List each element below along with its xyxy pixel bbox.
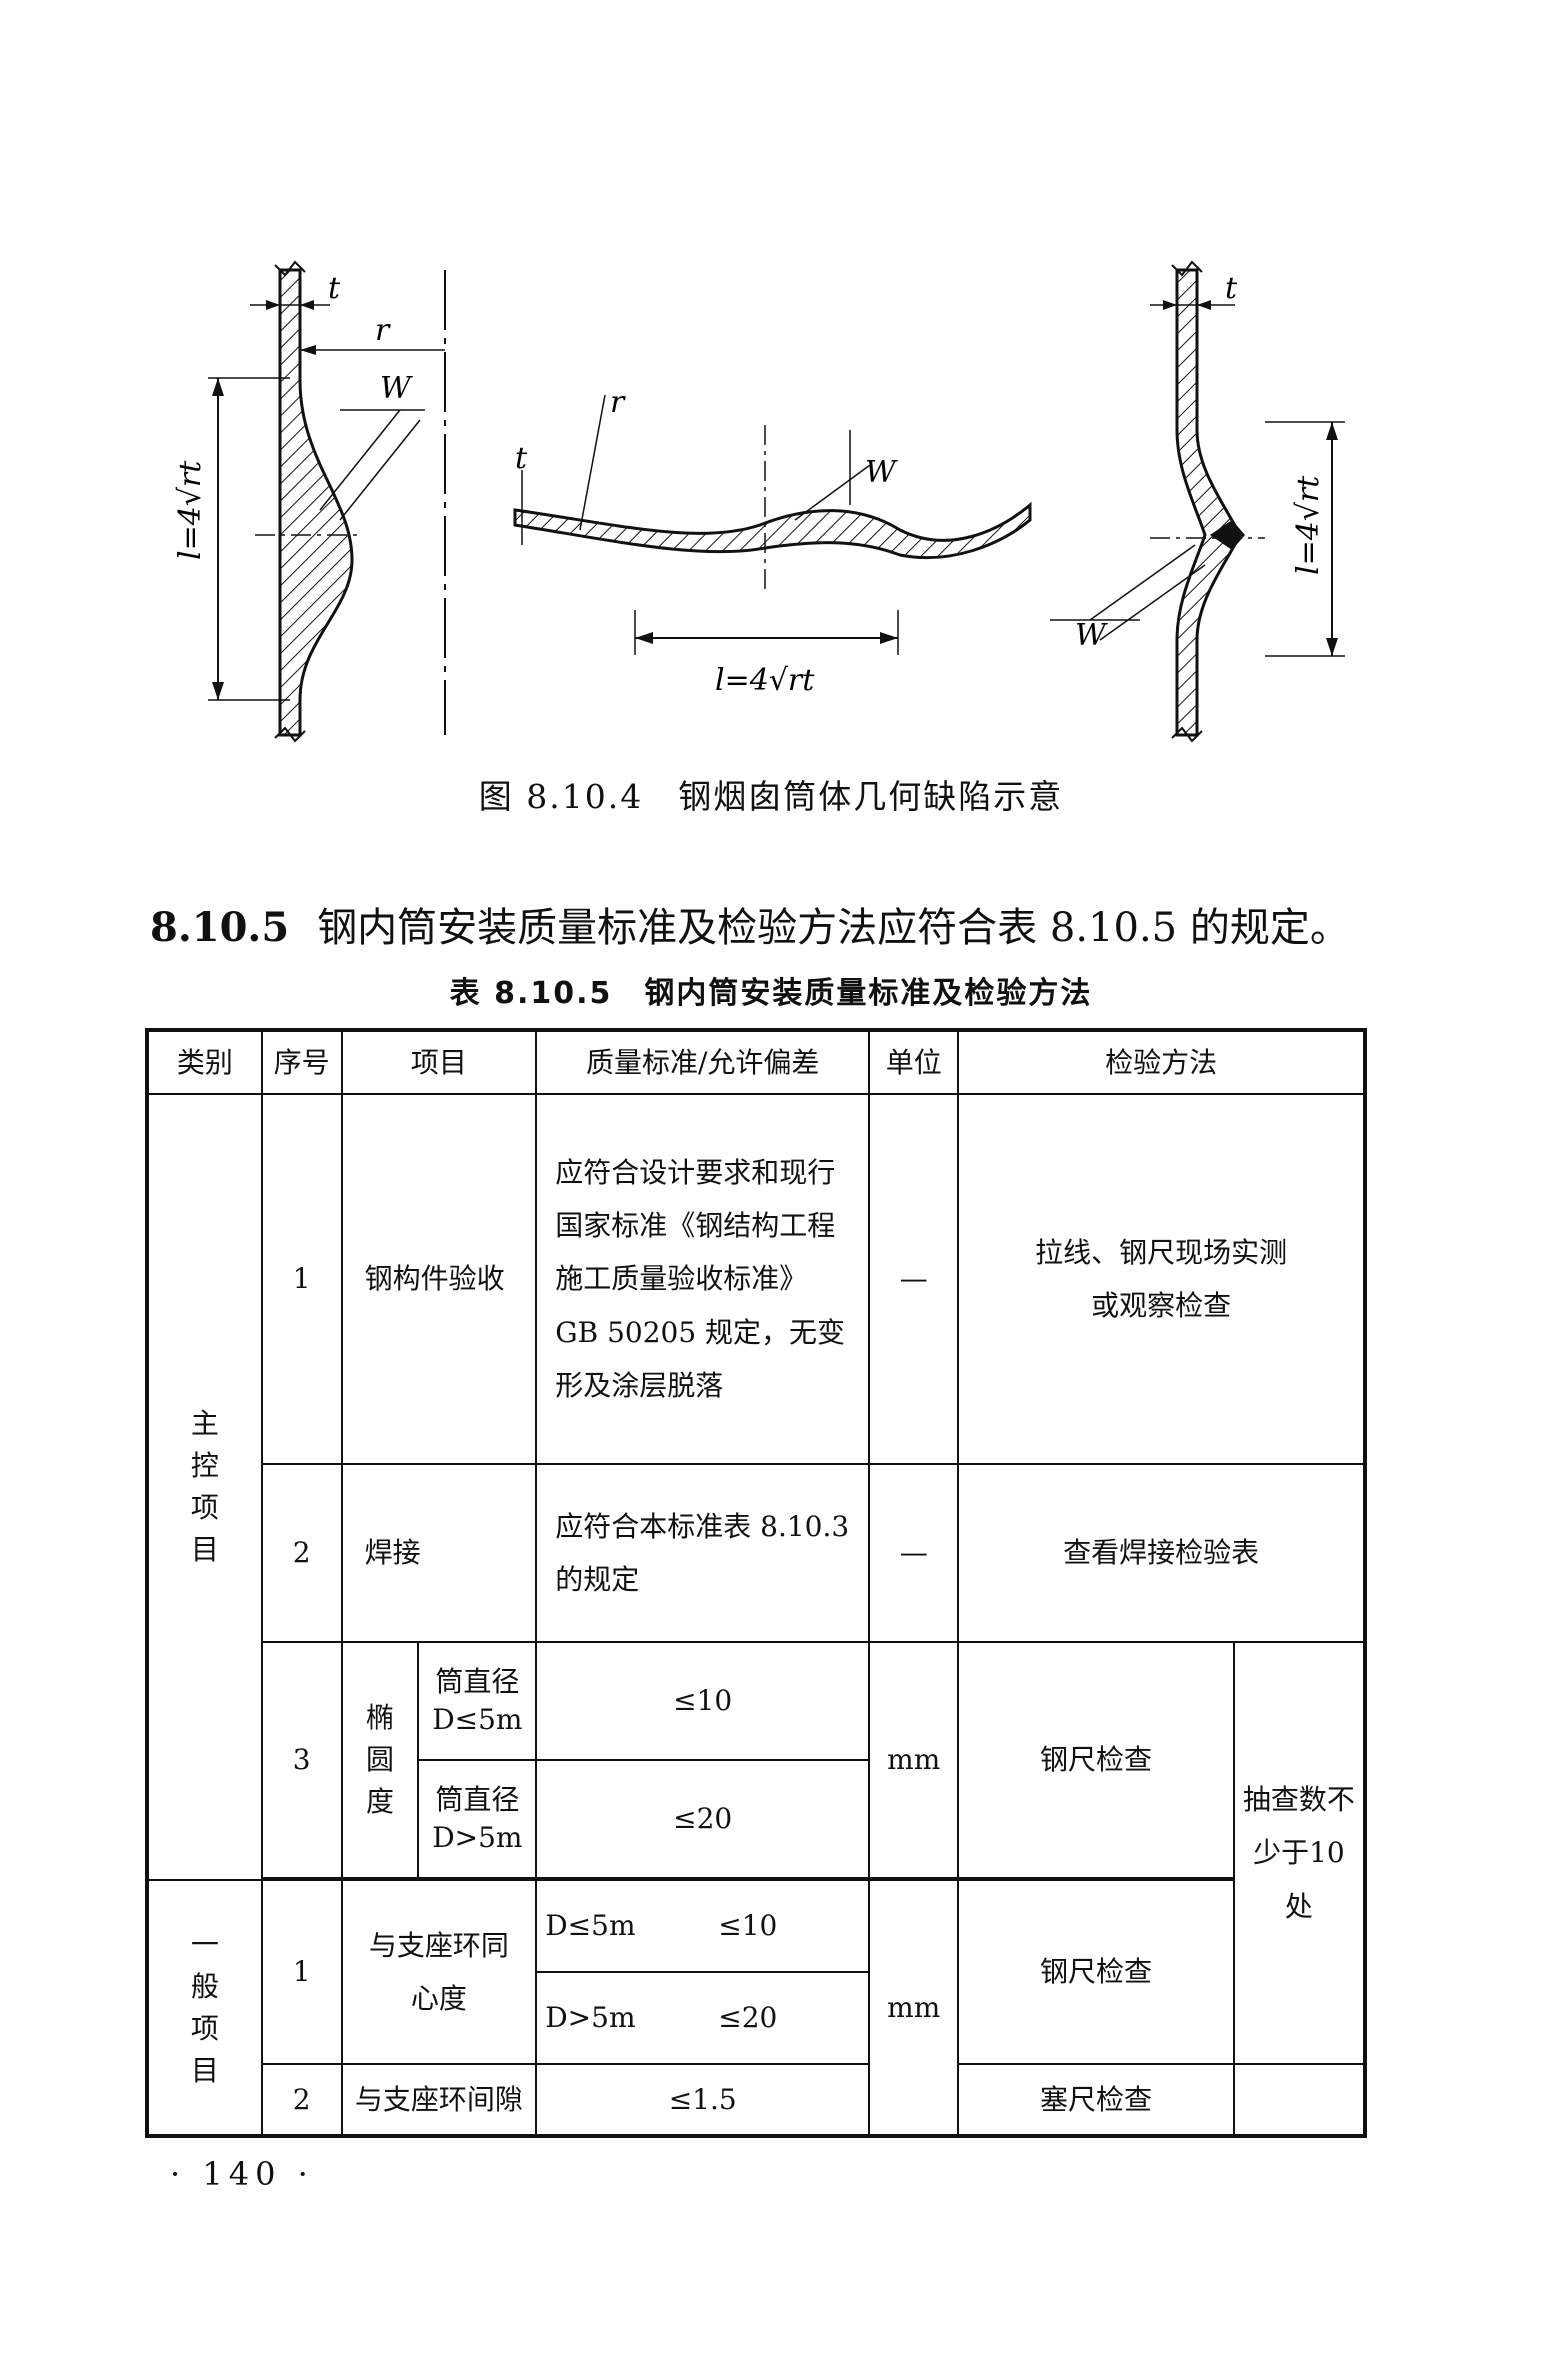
sub-item-cell: 筒直径 D≤5m (417, 1641, 538, 1761)
item-cell: 钢构件验收 (340, 1093, 538, 1465)
method-cell: 钢尺检查 (957, 1641, 1235, 1879)
figure-caption: 图 8.10.4 钢烟囱筒体几何缺陷示意 (478, 777, 1064, 816)
table-row: 筒直径 D>5m ≤20 (147, 1759, 1365, 1879)
w-label-left: W (380, 371, 413, 406)
r-label-left: r (375, 313, 391, 348)
method-cell: 拉线、钢尺现场实测或观察检查 (957, 1093, 1366, 1465)
t-label-middle: t (515, 441, 528, 476)
table-row: 3 椭圆度 筒直径 D≤5m ≤10 mm 钢尺检查 抽查数不少于10 处 (147, 1641, 1367, 2065)
w-label-right: W (1075, 618, 1108, 653)
seq-cell: 2 (260, 2063, 343, 2137)
unit-cell: — (868, 1093, 960, 1465)
item-cell: 椭圆度 (340, 1641, 420, 1879)
category-main: 主控项目 (146, 1093, 263, 1881)
table-title: 表 8.10.5 钢内筒安装质量标准及检验方法 (449, 976, 1093, 1011)
item-cell: 与支座环间隙 (340, 2063, 538, 2137)
seq-cell: 1 (260, 1093, 343, 1465)
left-wall-diagram: l=4√rt t r W (173, 260, 446, 743)
method-cell: 塞尺检查 (957, 2063, 1235, 2137)
standard-cell: 应符合设计要求和现行国家标准《钢结构工程施工质量验收标准》GB 50205 规定… (535, 1093, 871, 1465)
seq-cell: 3 (260, 1641, 343, 1879)
l-label-middle: l=4√rt (715, 663, 815, 698)
middle-plate-diagram: l=4√rt t r W (513, 385, 1032, 698)
table-row: 主控项目 1 钢构件验收 应符合设计要求和现行国家标准《钢结构工程施工质量验收标… (146, 1093, 1366, 1881)
method-cell: 钢尺检查 (957, 1879, 1235, 2065)
t-label-left: t (328, 271, 341, 306)
method-cell: 查看焊接检验表 (957, 1463, 1366, 1643)
value-cell: D>5m ≤20 (535, 1971, 871, 2065)
sub-item-cell: 筒直径 D>5m (417, 1759, 538, 1879)
seq-cell: 2 (260, 1463, 343, 1643)
t-label-right: t (1225, 271, 1238, 306)
sample-note-cell: 抽查数不少于10 处 (1232, 1641, 1367, 2065)
l-label-left: l=4√rt (173, 460, 208, 560)
item-cell: 焊接 (340, 1463, 538, 1643)
table-header-row: 类别 序号 项目 质量标准/允许偏差 单位 检验方法 (146, 1029, 1366, 1095)
w-label-middle: W (865, 455, 898, 490)
table-row: 一般项目 1 与支座环同心度 D≤5m ≤10 mm 钢尺检查 (146, 1879, 1365, 2137)
table-row: D>5m ≤20 (147, 1971, 1365, 2065)
page-number: · 140 · (170, 2155, 314, 2193)
header-method: 检验方法 (957, 1029, 1366, 1095)
right-wall-diagram: l=4√rt t W (1050, 260, 1345, 743)
value-cell: D≤5m ≤10 (535, 1879, 871, 1973)
defect-figure: l=4√rt t r W l=4√rt t r W (173, 260, 1345, 743)
clause-text: 钢内筒安装质量标准及检验方法应符合表 8.10.5 的规定。 (317, 905, 1350, 951)
r-label-middle: r (610, 385, 626, 420)
value-cell: ≤1.5 (535, 2063, 871, 2137)
sub-item-label: D≤5m (545, 1909, 636, 1943)
table-row: 2 与支座环间隙 ≤1.5 塞尺检查 (147, 2063, 1365, 2137)
unit-cell: mm (868, 1641, 960, 1879)
standard-cell: 应符合本标准表 8.10.3 的规定 (535, 1463, 871, 1643)
header-seq: 序号 (260, 1029, 343, 1095)
value-label: ≤20 (718, 2001, 778, 2035)
l-label-right: l=4√rt (1291, 475, 1326, 575)
header-category: 类别 (146, 1029, 263, 1095)
value-cell: ≤10 (535, 1641, 871, 1761)
category-general: 一般项目 (146, 1879, 263, 2137)
value-label: ≤10 (718, 1909, 778, 1943)
unit-cell: mm (868, 1879, 960, 2137)
item-cell: 与支座环同心度 (340, 1879, 538, 2065)
table-row: 2 焊接 应符合本标准表 8.10.3 的规定 — 查看焊接检验表 (147, 1463, 1366, 1643)
header-item: 项目 (340, 1029, 538, 1095)
seq-cell: 1 (260, 1879, 343, 2065)
unit-cell: — (868, 1463, 960, 1643)
value-cell: ≤20 (535, 1759, 871, 1879)
quality-standard-table: 类别 序号 项目 质量标准/允许偏差 单位 检验方法 主控项目 1 钢构件验收 … (145, 1028, 1367, 2138)
header-standard: 质量标准/允许偏差 (535, 1029, 871, 1095)
header-unit: 单位 (868, 1029, 960, 1095)
sub-item-label: D>5m (545, 2001, 636, 2035)
clause-paragraph: 8.10.5 钢内筒安装质量标准及检验方法应符合表 8.10.5 的规定。 (150, 895, 1430, 953)
clause-number: 8.10.5 (150, 904, 290, 951)
